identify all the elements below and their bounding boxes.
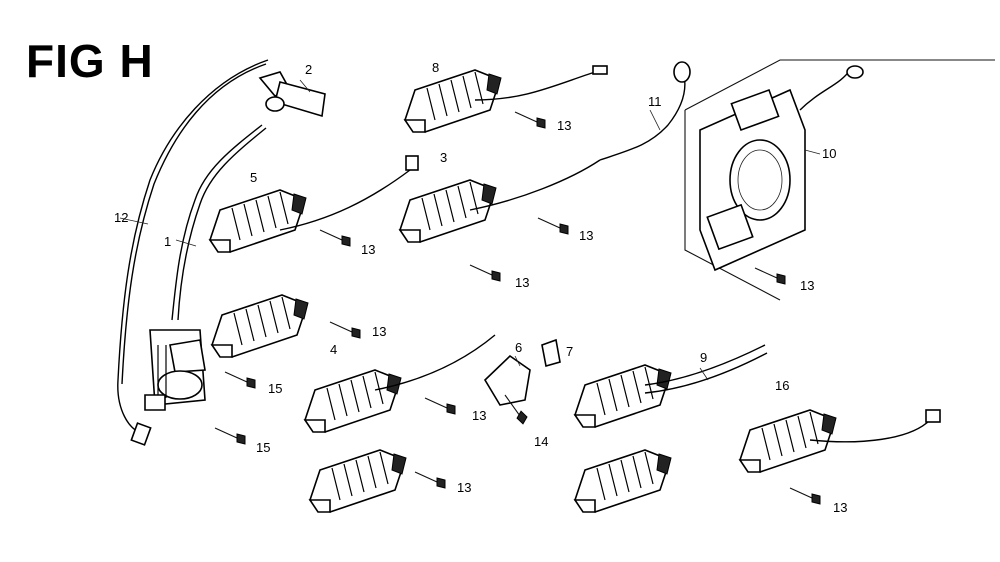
part-4-coil xyxy=(304,334,496,433)
callout-15-a: 15 xyxy=(268,381,282,396)
coil-lower-left xyxy=(211,294,309,358)
callout-8: 8 xyxy=(432,60,439,75)
callout-3: 3 xyxy=(440,150,447,165)
callout-10: 10 xyxy=(822,146,836,161)
callout-5: 5 xyxy=(250,170,257,185)
part-8-coil xyxy=(404,65,608,133)
callout-13-e: 13 xyxy=(800,278,814,293)
part-10-stator-plate xyxy=(684,59,995,301)
part-11-lead xyxy=(599,61,691,161)
callout-13-f: 13 xyxy=(372,324,386,339)
coil-lower-center xyxy=(309,449,407,513)
part-9-coil-lower xyxy=(574,449,672,513)
part-7-clip xyxy=(541,338,561,368)
callout-13-b: 13 xyxy=(361,242,375,257)
callout-13-d: 13 xyxy=(515,275,529,290)
callout-12: 12 xyxy=(114,210,128,225)
ignition-coil xyxy=(144,329,206,411)
callout-6: 6 xyxy=(515,340,522,355)
callout-4: 4 xyxy=(330,342,337,357)
callout-9: 9 xyxy=(700,350,707,365)
callout-13-a: 13 xyxy=(557,118,571,133)
callout-14: 14 xyxy=(534,434,548,449)
part-5-coil xyxy=(209,155,419,253)
figure-title: FIG H xyxy=(26,35,154,87)
part-2-plug-cap xyxy=(258,71,326,118)
callout-7: 7 xyxy=(566,344,573,359)
callout-11: 11 xyxy=(648,94,662,109)
callout-13-c: 13 xyxy=(579,228,593,243)
callout-13-h: 13 xyxy=(457,480,471,495)
callout-13-g: 13 xyxy=(472,408,486,423)
part-3-coil xyxy=(399,159,601,243)
callout-15-b: 15 xyxy=(256,440,270,455)
part-1-ignition-lead xyxy=(171,124,267,321)
part-12-cable xyxy=(117,59,269,446)
callout-1: 1 xyxy=(164,234,171,249)
part-6-bracket xyxy=(483,354,531,406)
callout-2: 2 xyxy=(305,62,312,77)
part-9-coil-upper xyxy=(574,344,768,428)
callout-16: 16 xyxy=(775,378,789,393)
part-16-coil xyxy=(739,409,941,473)
callout-13-i: 13 xyxy=(833,500,847,515)
